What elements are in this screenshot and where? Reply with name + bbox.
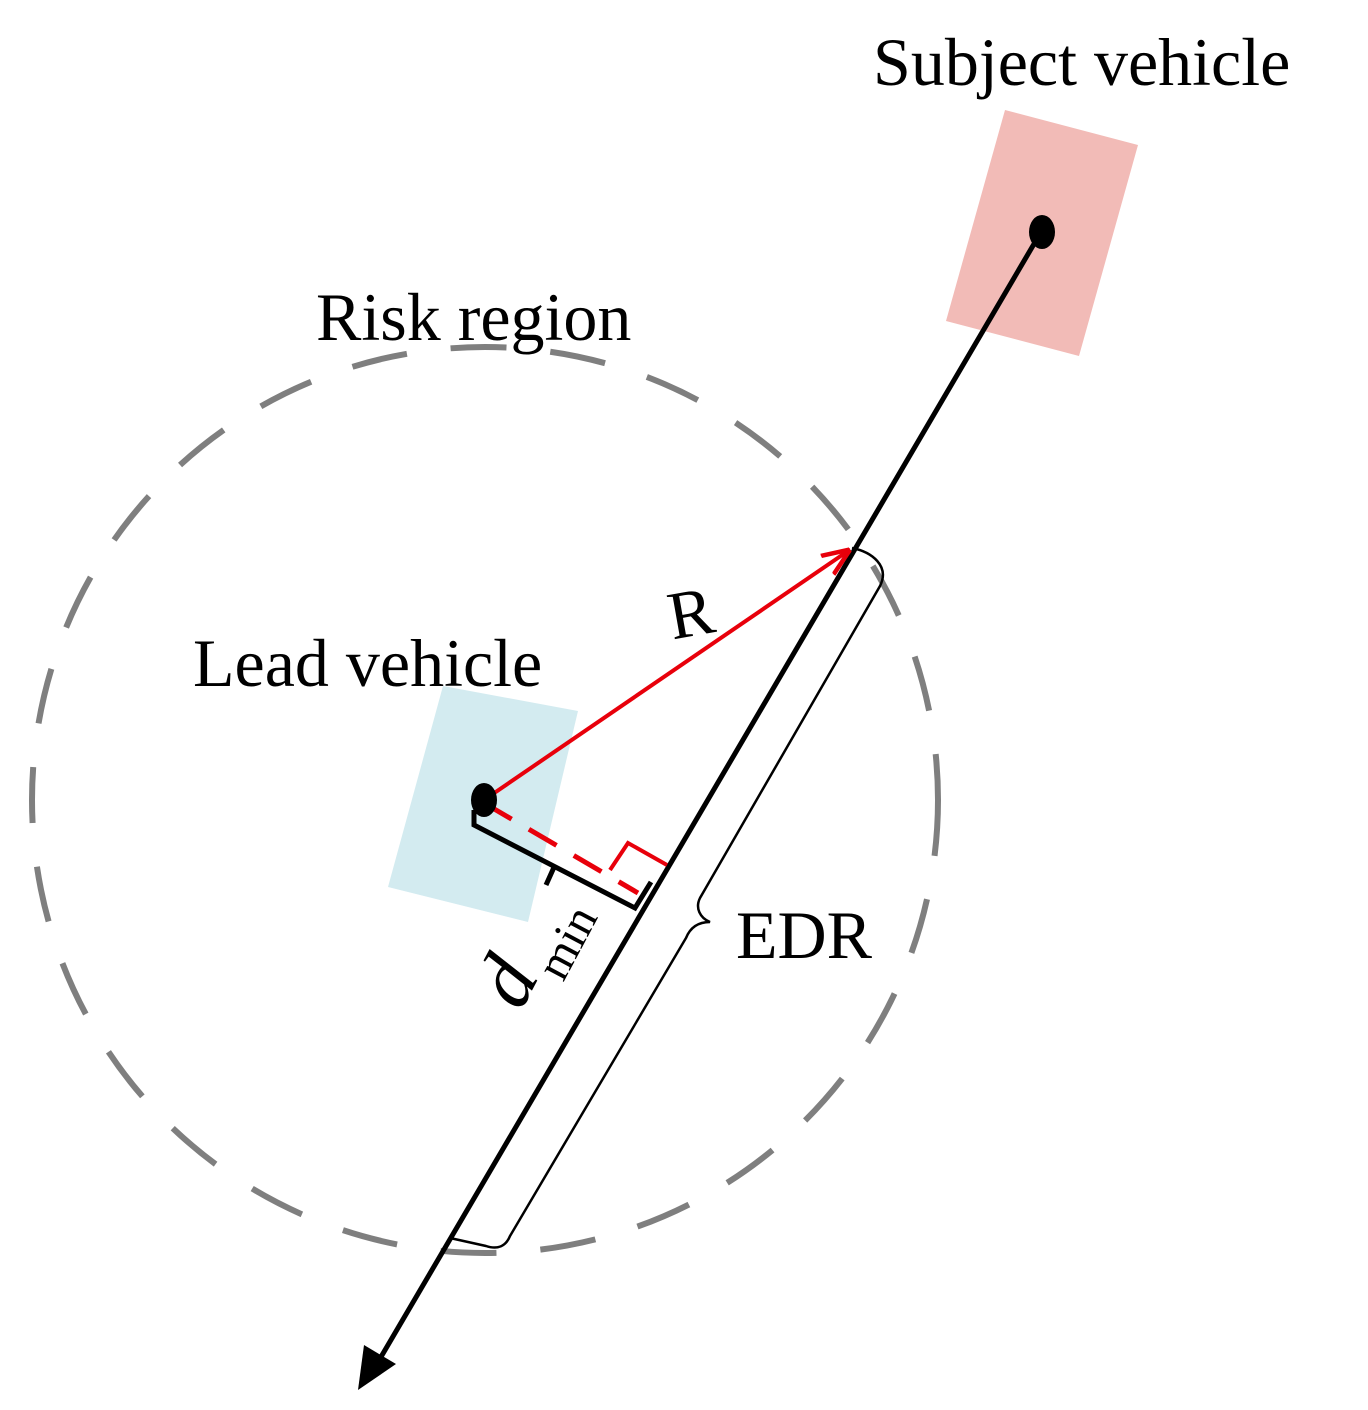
perpendicular-line [482,800,640,896]
dmin-subscript-text: min [526,897,608,988]
right-angle-marker [608,840,668,872]
subject-vehicle-label: Subject vehicle [873,24,1290,100]
lead-vehicle-point [471,783,497,817]
radius-label: R [662,571,720,654]
risk-region-label: Risk region [316,279,631,355]
subject-vehicle-point [1029,215,1055,249]
dmin-tick [543,863,558,887]
edr-label: EDR [736,897,873,973]
edr-brace [449,546,885,1249]
trajectory-line [375,230,1044,1364]
trajectory-arrowhead [358,1345,396,1390]
lead-vehicle-label: Lead vehicle [193,625,542,701]
risk-region-circle [29,344,941,1256]
radius-arrow [482,551,848,802]
